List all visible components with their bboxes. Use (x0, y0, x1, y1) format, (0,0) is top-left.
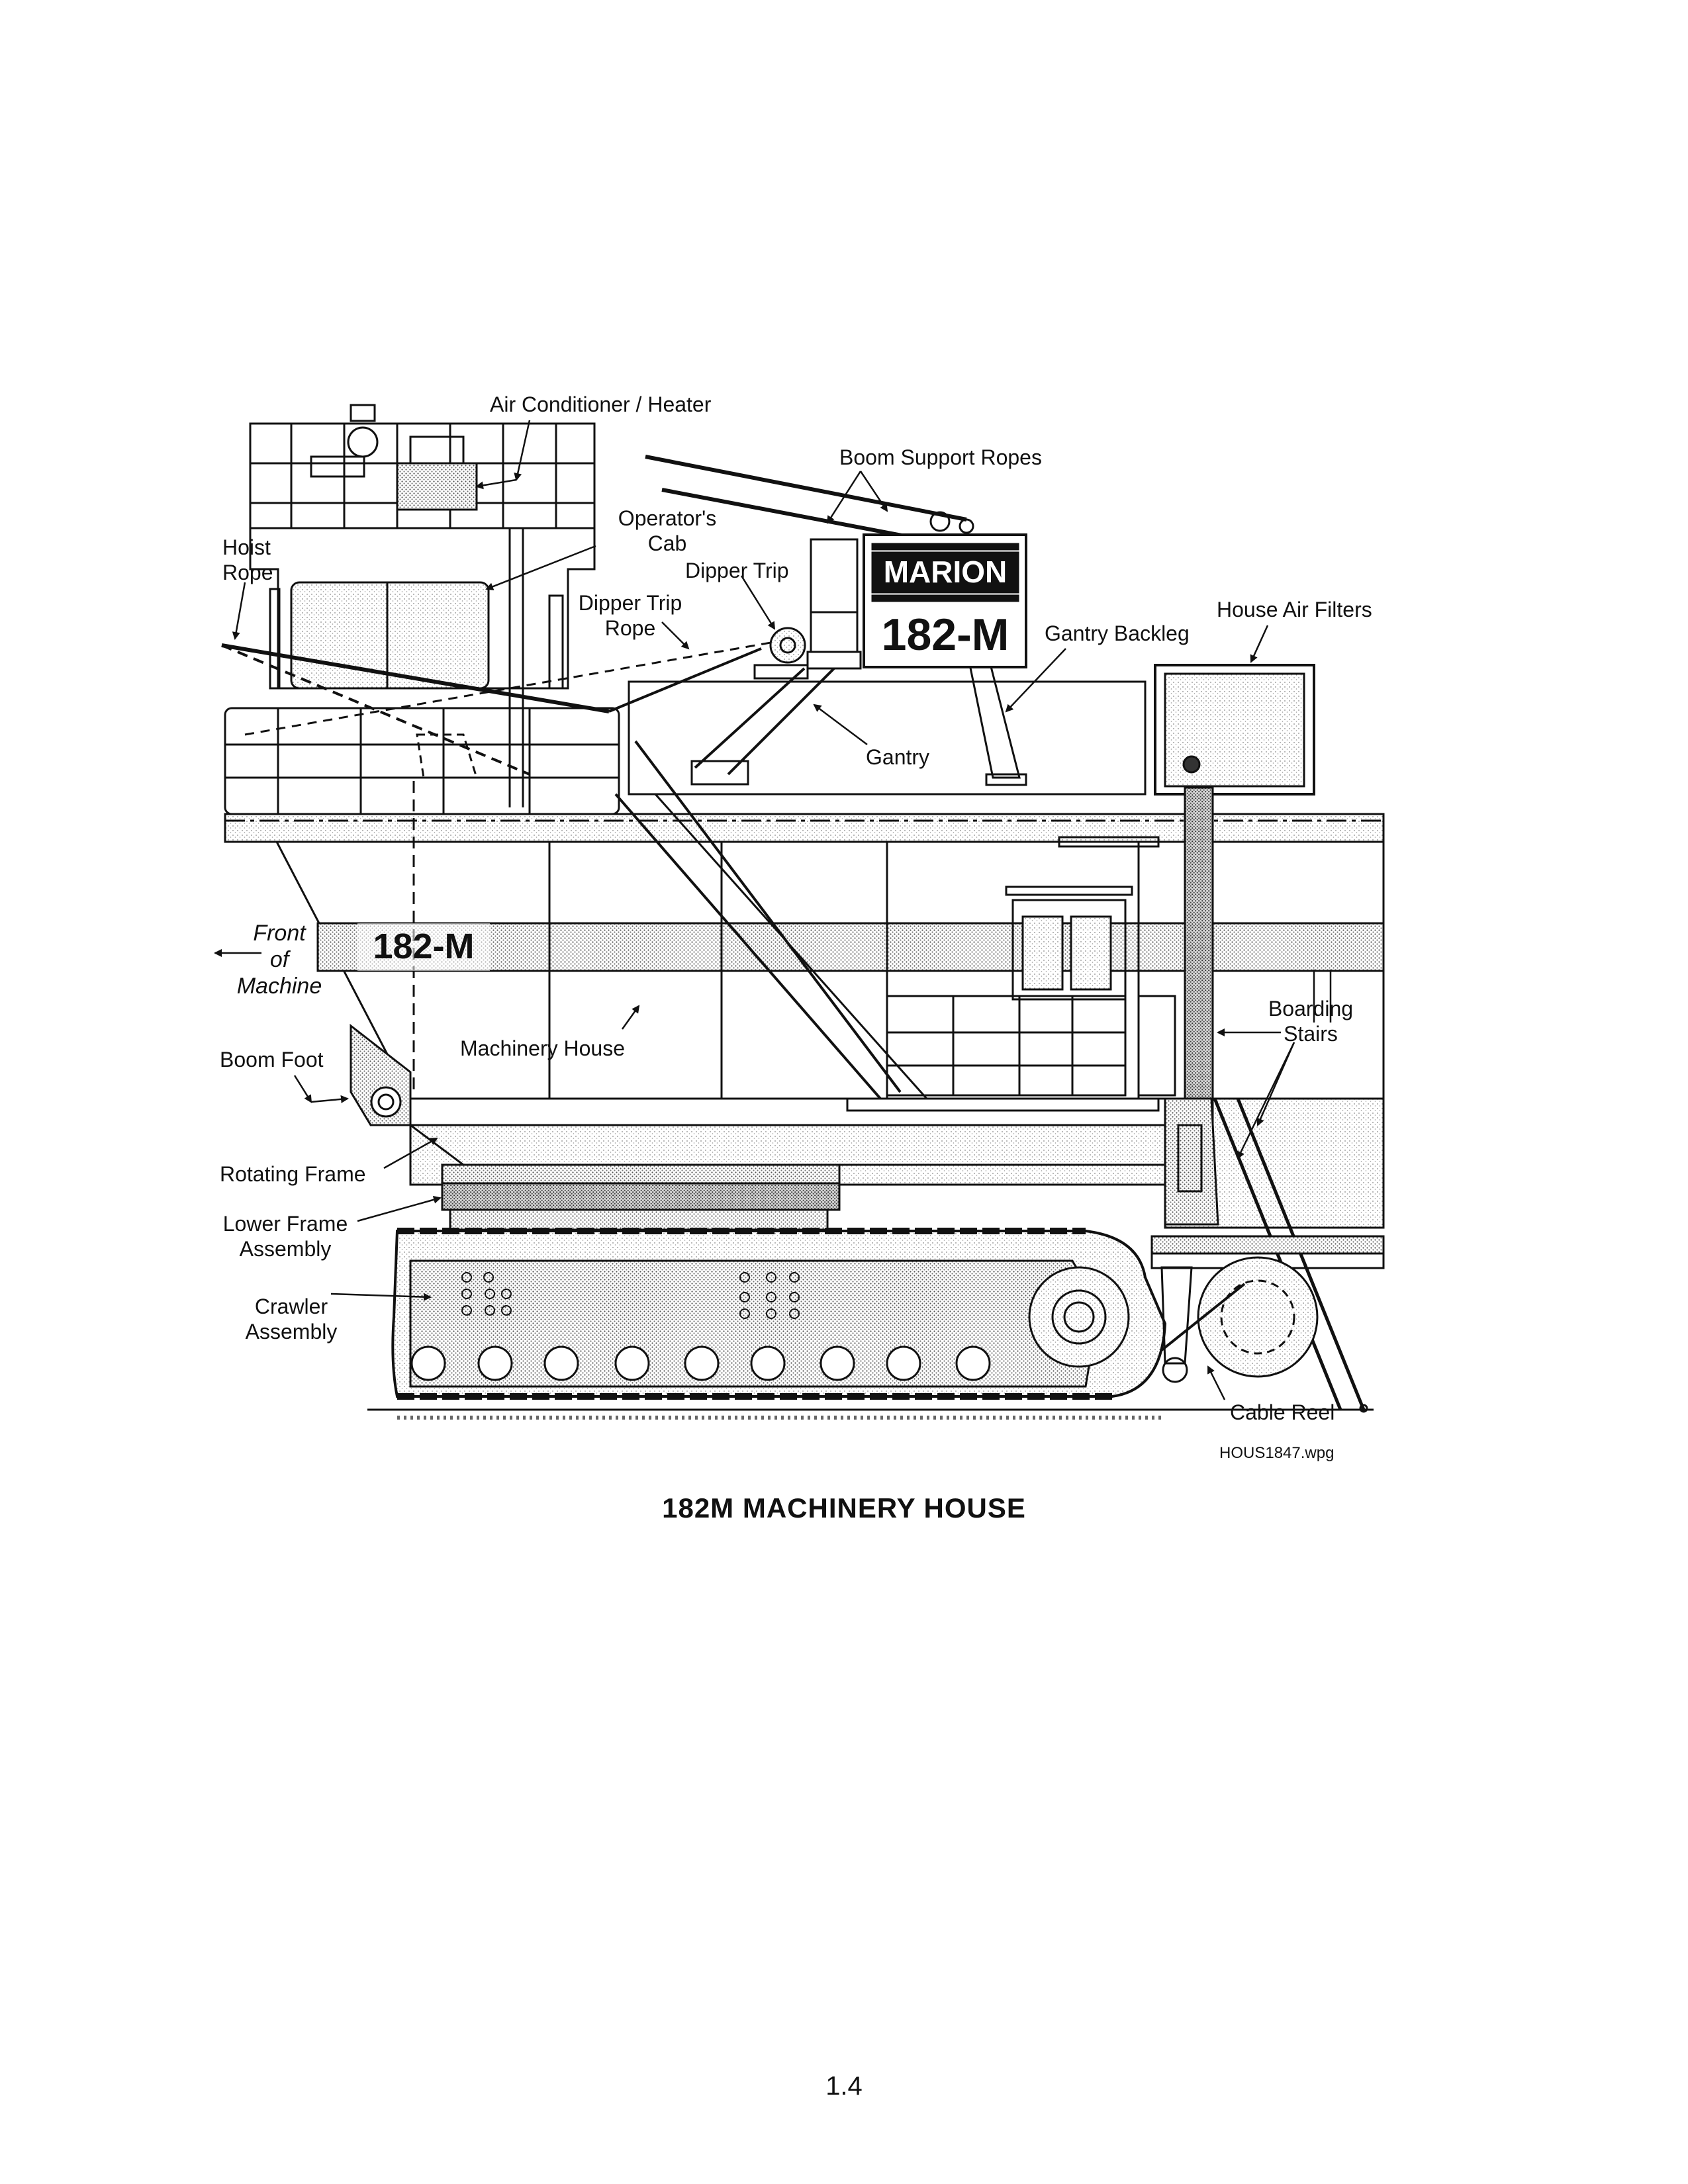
lower-frame-assembly (441, 1163, 841, 1231)
upper-deck-railing (224, 680, 1147, 815)
file-reference: HOUS1847.wpg (1219, 1444, 1335, 1462)
svg-text:182-M: 182-M (882, 610, 1009, 660)
crawler-assembly (391, 1228, 1167, 1400)
operators-cab (249, 527, 596, 807)
lower-frame-assembly-label: Lower Frame Assembly (222, 1212, 348, 1261)
hoist-rope (221, 641, 775, 776)
rotating-frame-label: Rotating Frame (220, 1162, 366, 1186)
operators-cab-label: Operator's Cab (618, 506, 717, 555)
boarding-stairs-label: Boarding Stairs (1268, 997, 1354, 1046)
cable-reel (1150, 1235, 1385, 1383)
svg-text:182-M: 182-M (373, 927, 474, 966)
rotating-frame (407, 1124, 1166, 1166)
crawler-assembly-label: Crawler Assembly (245, 1295, 338, 1343)
dipper-trip-rope-label: Dipper Trip Rope (578, 591, 682, 640)
gantry-label: Gantry (866, 745, 930, 769)
house-air-filters-label: House Air Filters (1217, 598, 1372, 621)
gantry-assembly (690, 538, 1027, 786)
dipper-trip-label: Dipper Trip (685, 559, 789, 582)
cab-roof-railing (249, 404, 596, 529)
page-number: 1.4 (825, 2071, 863, 2101)
marion-plate (863, 533, 1027, 668)
boom-foot (350, 1023, 412, 1126)
front-of-machine-label: Front of Machine (236, 921, 322, 999)
svg-text:MARION: MARION (884, 555, 1008, 589)
callout-leaders (214, 420, 1332, 1400)
machinery-house-label: Machinery House (460, 1036, 625, 1060)
hoist-rope-label: Hoist Rope (222, 535, 273, 584)
house-air-filters (1154, 664, 1315, 796)
figure-caption: 182M MACHINERY HOUSE (662, 1492, 1026, 1524)
dipper-trip-rope (608, 647, 762, 713)
cable-reel-label: Cable Reel (1230, 1400, 1335, 1424)
boom-foot-label: Boom Foot (220, 1048, 324, 1071)
air-conditioner-label: Air Conditioner / Heater (490, 392, 712, 416)
gantry-backleg-label: Gantry Backleg (1045, 621, 1190, 645)
boom-support-ropes-label: Boom Support Ropes (839, 445, 1042, 469)
